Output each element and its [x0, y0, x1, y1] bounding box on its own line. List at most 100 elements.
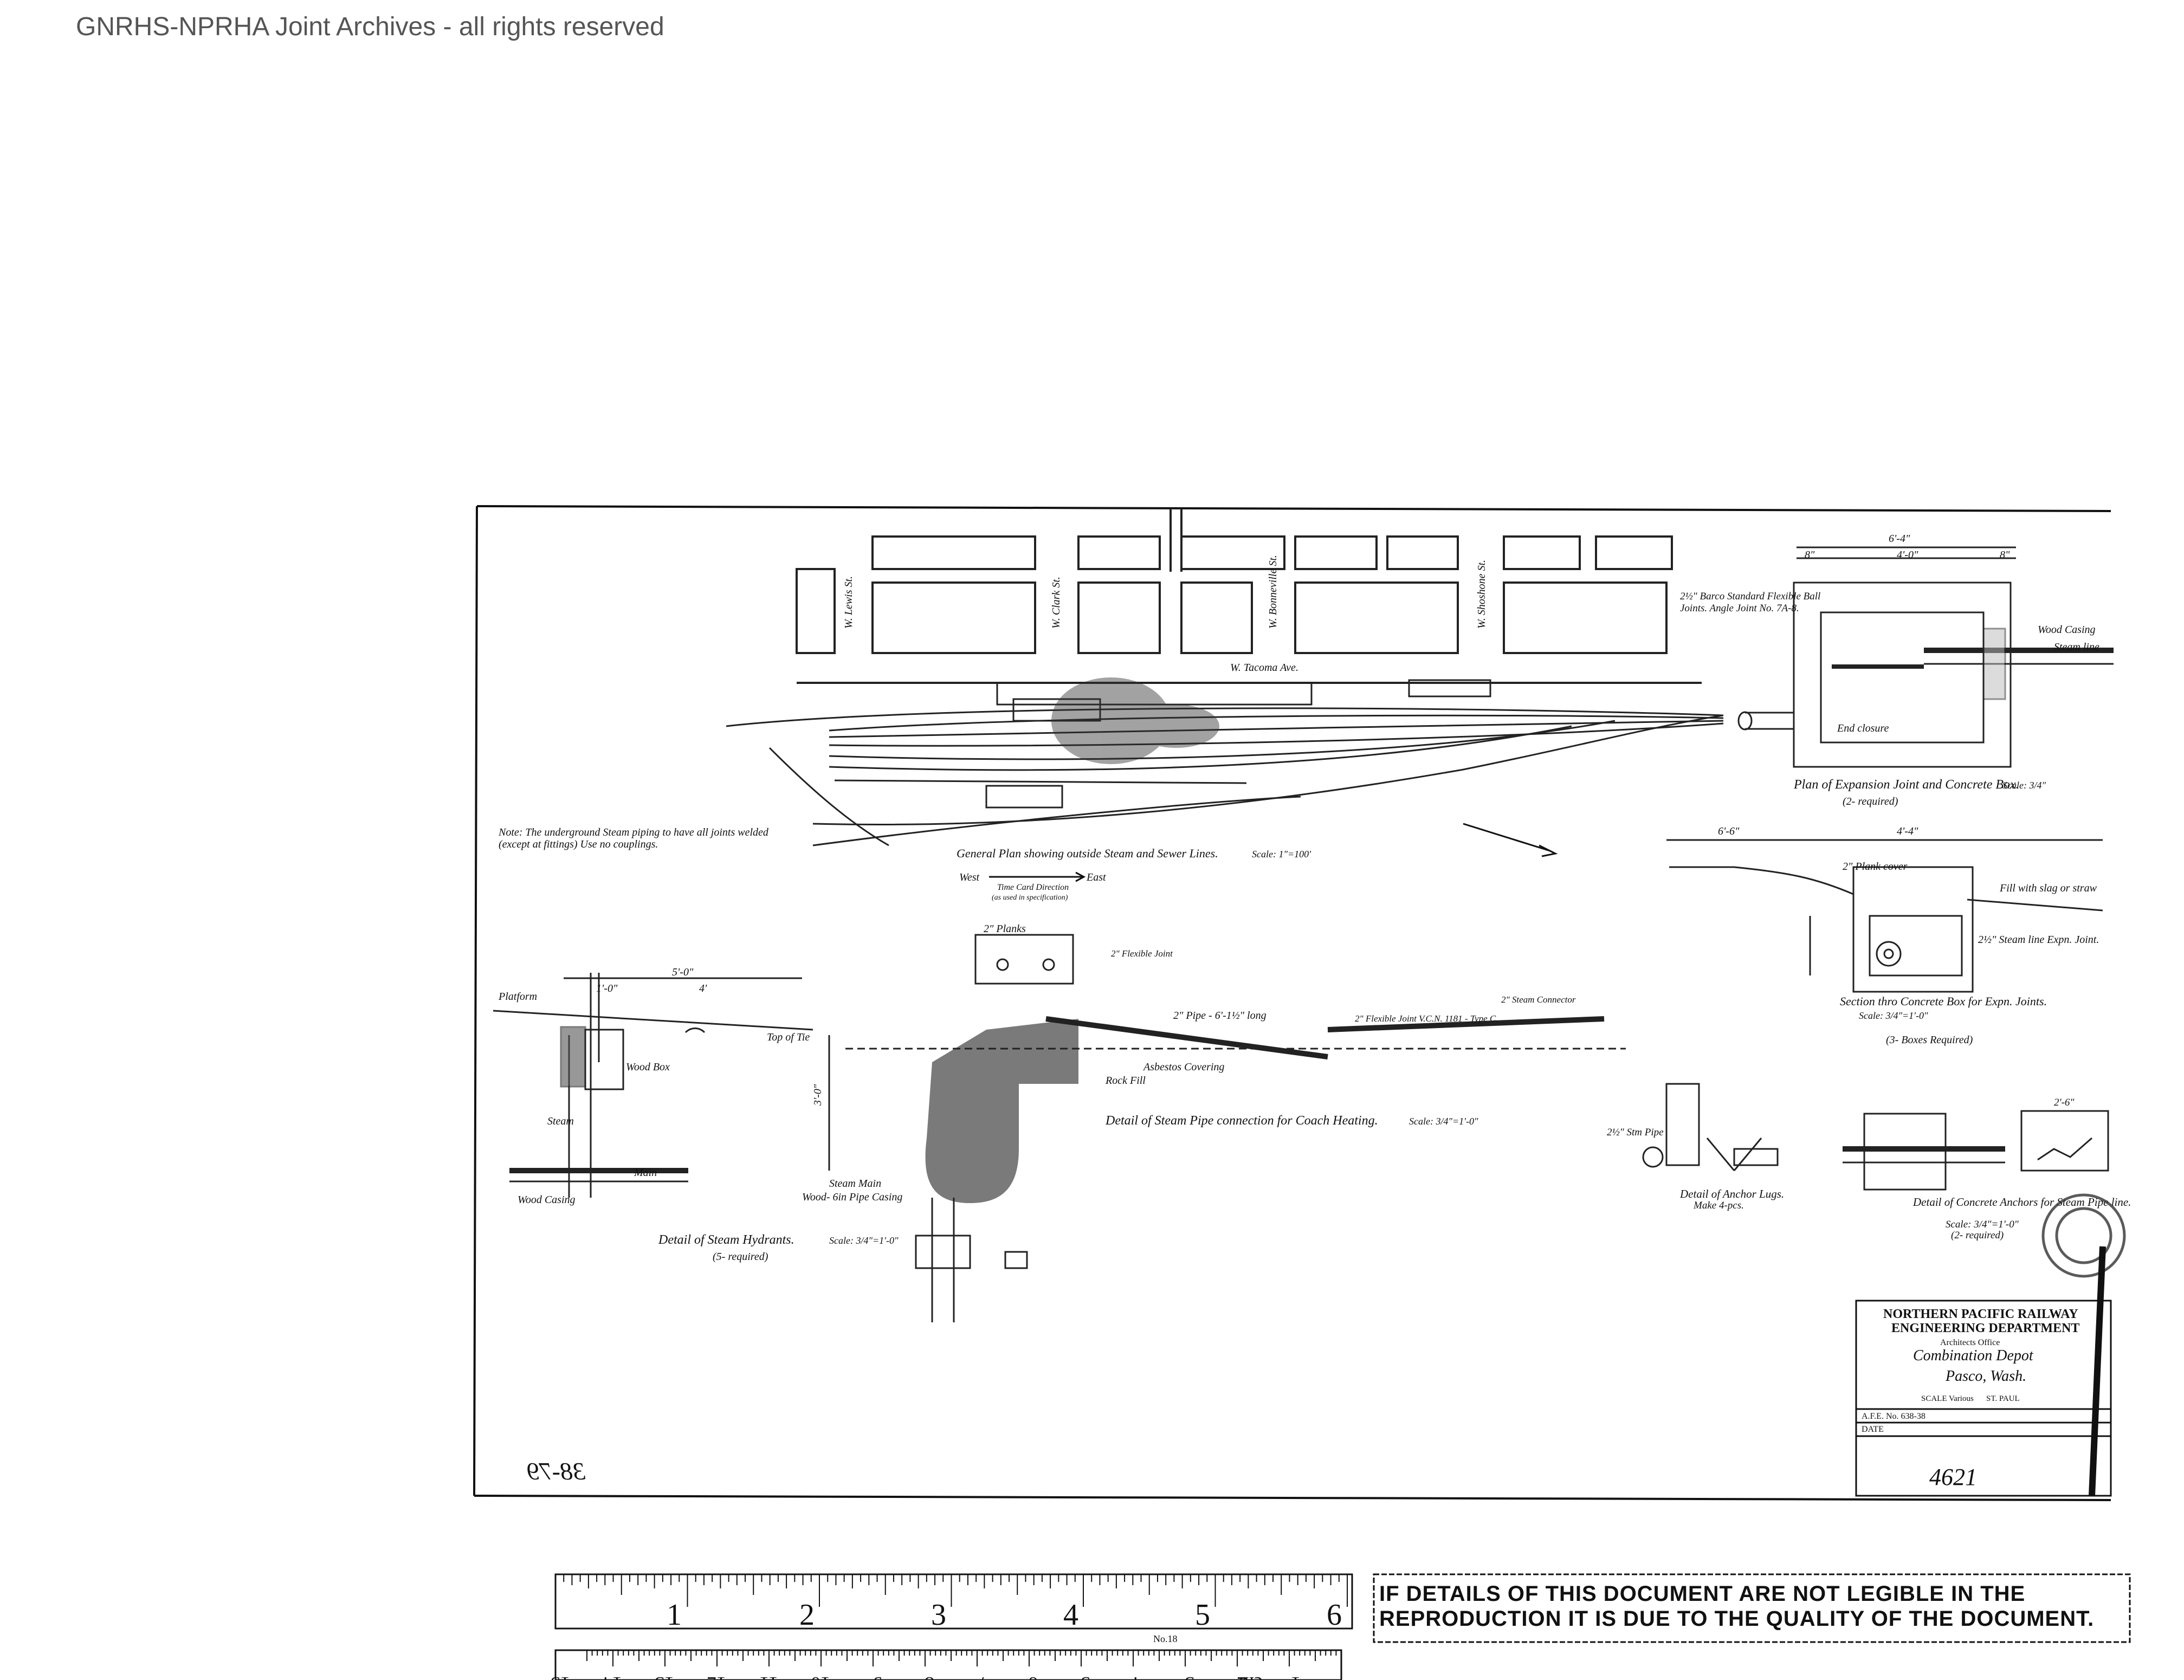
section-title: Section thro Concrete Box for Expn. Join… [1840, 994, 2047, 1008]
legibility-disclaimer [1373, 1573, 2131, 1643]
ruler-cm-2: 2 [1237, 1673, 1246, 1680]
coach-label-covering: Asbestos Covering [1142, 1061, 1224, 1073]
coach-yard-smudge [1051, 677, 1219, 764]
street-lewis: W. Lewis St. [843, 576, 855, 629]
ruler-cm-11: 11 [759, 1673, 778, 1680]
coach-label-conn: 2" Steam Connector [1501, 994, 1576, 1005]
direction-arrow [989, 823, 1558, 882]
exp-label-barco: 2½" Barco Standard Flexible Ball Joints.… [1680, 591, 1821, 614]
hydrant-label-main: Main [634, 1167, 657, 1179]
ruler-cm-10: 10 [811, 1673, 830, 1680]
title-railway: NORTHERN PACIFIC RAILWAY [1883, 1307, 2078, 1321]
exp-dim-8a: 8" [1805, 549, 1815, 561]
street-shoshone: W. Shoshone St. [1476, 560, 1488, 629]
exp-dim-inner: 4'-0" [1897, 549, 1918, 561]
street-bonneville: W. Bonneville St. [1267, 555, 1279, 629]
title-scale: SCALE Various [1921, 1394, 1974, 1403]
coach-heating-smudge [925, 1019, 1078, 1203]
exp-scale: Scale: 3/4" [2002, 780, 2046, 791]
concrete-anchor-scale: Scale: 3/4"=1'-0" [1946, 1219, 2019, 1230]
ruler-cm-13: 13 [655, 1673, 674, 1680]
coach-title: Detail of Steam Pipe connection for Coac… [1105, 1114, 1378, 1128]
hydrant-label-casing: Wood Casing [518, 1194, 576, 1206]
ruler-cm-8: 8 [925, 1673, 934, 1680]
hydrant-label-top: Top of Tie [767, 1031, 810, 1043]
underground-steam-note: Note: The underground Steam piping to ha… [499, 826, 768, 850]
ruler-cm-7: 7 [977, 1673, 986, 1680]
drawing-frame [473, 505, 2111, 1501]
coach-label-flex1: 2" Flexible Joint V.C.N. 1181 - Type C. [1355, 1013, 1498, 1024]
ruler-cm-1: 1 [1291, 1673, 1301, 1680]
exp-label-enclosure: End closure [1837, 722, 1889, 734]
time-card-sub: (as used in specification) [992, 894, 1068, 902]
anchor-label-pipe: 2½" Stm Pipe [1607, 1127, 1664, 1138]
hydrant-label-woodbox: Wood Box [626, 1061, 670, 1073]
concrete-anchor-detail [1843, 1110, 2109, 1191]
ruler-cm-4: 4 [1133, 1673, 1142, 1680]
title-number: 4621 [1929, 1464, 1977, 1490]
exp-dim-8b: 8" [2000, 549, 2010, 561]
title-date: DATE [1862, 1425, 1884, 1434]
section-label-steam: 2½" Steam line Expn. Joint. [1978, 934, 2099, 946]
title-city: ST. PAUL [1986, 1394, 2020, 1403]
ruler-cm-3: 3 [1185, 1673, 1194, 1680]
ruler-model: No.18 [1153, 1633, 1178, 1644]
exp-dim-total: 6'-4" [1889, 533, 1910, 545]
hydrant-title: Detail of Steam Hydrants. [658, 1233, 794, 1247]
ruler-inch-3: 3 [931, 1598, 946, 1632]
hydrant-dim-total: 5'-0" [672, 966, 694, 978]
coach-label-pipe: 2" Pipe - 6'-1½" long [1173, 1010, 1267, 1022]
disclaimer-text: IF DETAILS OF THIS DOCUMENT ARE NOT LEGI… [1379, 1582, 2095, 1631]
ruler-cm-15: 15 [551, 1673, 570, 1680]
hydrant-label-woodpipe: Wood- 6in Pipe Casing [802, 1191, 902, 1203]
section-required: (3- Boxes Required) [1886, 1034, 1973, 1046]
direction-west: West [959, 871, 979, 883]
title-office: Architects Office [1940, 1338, 2000, 1347]
ruler-inch-5: 5 [1195, 1598, 1210, 1632]
ruler-cm-unit: cm [1239, 1673, 1263, 1680]
ruler-cm-14: 14 [603, 1673, 622, 1680]
concrete-box-section [1666, 839, 2103, 993]
exp-label-steam: Steam line [2054, 641, 2099, 653]
title-dept: ENGINEERING DEPARTMENT [1891, 1321, 2079, 1335]
ruler-cm-12: 12 [707, 1673, 726, 1680]
ruler-inch-1: 1 [667, 1598, 682, 1632]
hydrant-scale: Scale: 3/4"=1'-0" [829, 1235, 899, 1246]
hydrant-required: (5- required) [713, 1251, 768, 1263]
anchor-title: Detail of Anchor Lugs. [1679, 1187, 1784, 1200]
section-label-fill: Fill with slag or straw [1999, 882, 2097, 894]
ruler-inch-6: 6 [1327, 1598, 1342, 1632]
coach-scale: Scale: 3/4"=1'-0" [1409, 1116, 1478, 1127]
steam-hydrant-detail [493, 973, 830, 1198]
exp-title: Plan of Expansion Joint and Concrete Box… [1793, 778, 2019, 792]
section-dim-b: 4'-4" [1897, 825, 1918, 837]
hydrant-dim-a: 1'-0" [596, 983, 618, 994]
exp-label-wood: Wood Casing [2038, 624, 2096, 636]
coach-label-planks: 2" Planks [984, 923, 1026, 935]
section-scale: Scale: 3/4"=1'-0" [1859, 1010, 1928, 1021]
ruler-inch-4: 4 [1063, 1598, 1078, 1632]
hydrant-label-steammain: Steam Main [829, 1178, 881, 1190]
anchor-lug-detail [1642, 1083, 1779, 1171]
ruler-inch-2: 2 [799, 1598, 815, 1632]
ruler-cm-5: 5 [1081, 1673, 1090, 1680]
coach-label-flex2: 2" Flexible Joint [1111, 948, 1173, 959]
street-clark: W. Clark St. [1050, 577, 1062, 629]
expansion-joint-plan [1737, 546, 2114, 768]
hydrant-dim-b: 4' [699, 983, 707, 994]
station-buildings [985, 679, 1491, 809]
ruler-cm-9: 9 [873, 1673, 882, 1680]
anchor-sub: Make 4-pcs. [1693, 1200, 1744, 1211]
title-afe: A.F.E. No. 638-38 [1862, 1412, 1925, 1421]
registry-stamp [2041, 1193, 2126, 1278]
sheet-number: 38-79 [527, 1457, 586, 1485]
ruler-cm-6: 6 [1029, 1673, 1038, 1680]
title-project: Combination Depot [1913, 1347, 2034, 1364]
title-block [1855, 1246, 2112, 1497]
railway-tracks [726, 707, 1724, 847]
ruler: No.18 [554, 1573, 1353, 1680]
title-place: Pasco, Wash. [1945, 1368, 2026, 1385]
coach-label-rock: Rock Fill [1105, 1075, 1146, 1087]
general-plan-scale: Scale: 1"=100' [1252, 849, 1311, 860]
general-plan-title: General Plan showing outside Steam and S… [957, 847, 1218, 860]
